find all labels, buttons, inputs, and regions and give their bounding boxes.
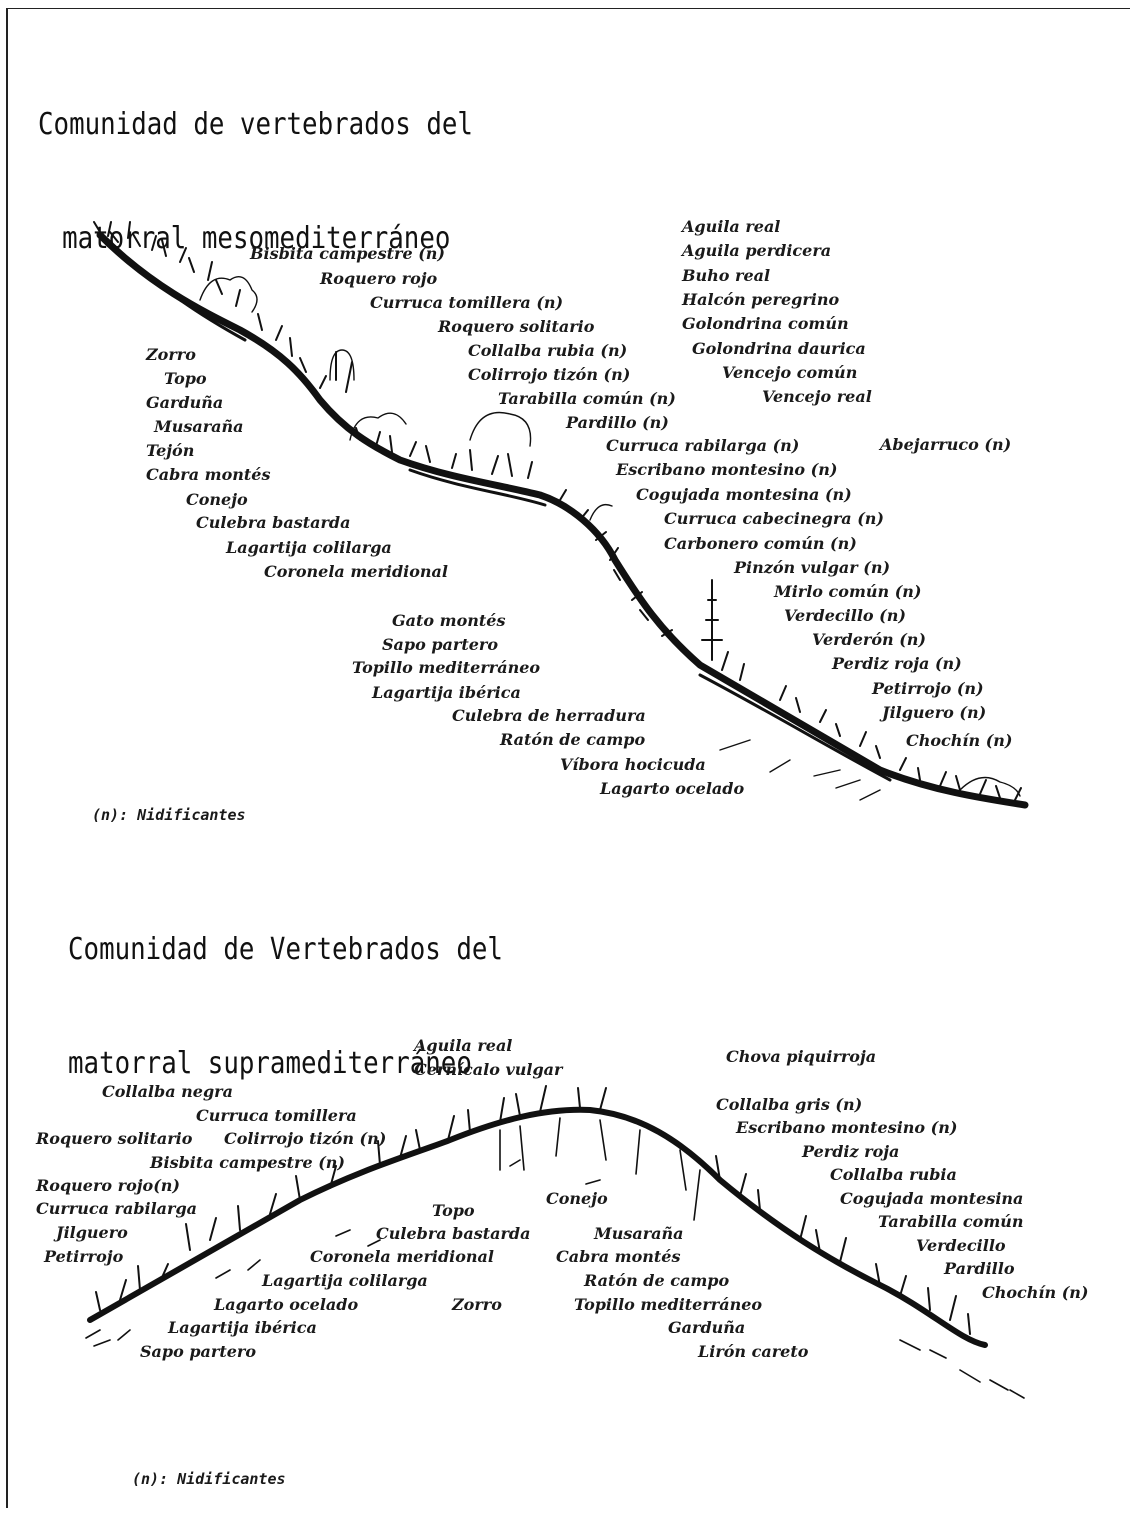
species-label: Lagartija ibérica — [372, 684, 521, 702]
species-label: Cabra montés — [556, 1248, 680, 1266]
species-label: Pardillo (n) — [566, 414, 669, 432]
species-label: Collalba gris (n) — [716, 1096, 862, 1114]
species-label: Cabra montés — [146, 466, 270, 484]
species-label: Buho real — [682, 267, 770, 285]
species-label: Ratón de campo — [584, 1272, 729, 1290]
species-label: Verdecillo (n) — [784, 607, 906, 625]
species-label: Lagarto ocelado — [214, 1296, 358, 1314]
species-label: Vencejo común — [722, 364, 857, 382]
species-label: Jilguero — [56, 1224, 128, 1242]
species-label: Colirrojo tizón (n) — [224, 1130, 386, 1148]
species-label: Colirrojo tizón (n) — [468, 366, 630, 384]
species-label: Coronela meridional — [264, 563, 448, 581]
species-label: Abejarruco (n) — [880, 436, 1011, 454]
species-label: Cogujada montesina — [840, 1190, 1023, 1208]
species-label: Ratón de campo — [500, 731, 645, 749]
species-label: Musaraña — [594, 1225, 684, 1243]
species-label: Petirrojo (n) — [872, 680, 984, 698]
species-label: Aguila real — [414, 1037, 512, 1055]
species-label: Zorro — [452, 1296, 502, 1314]
species-label: Tejón — [146, 442, 194, 460]
species-label: Lagartija colilarga — [262, 1272, 428, 1290]
species-label: Curruca cabecinegra (n) — [664, 510, 884, 528]
species-label: Topillo mediterráneo — [352, 659, 540, 677]
species-label: Tarabilla común (n) — [498, 390, 676, 408]
species-label: Culebra bastarda — [376, 1225, 530, 1243]
diagram-2-title-line-1: Comunidad de Vertebrados del — [68, 931, 503, 969]
species-label: Collalba rubia — [830, 1166, 957, 1184]
species-label: Escribano montesino (n) — [736, 1119, 957, 1137]
species-label: Garduña — [146, 394, 223, 412]
diagram-1-title-line-1: Comunidad de vertebrados del — [38, 106, 473, 144]
species-label: Roquero rojo(n) — [36, 1177, 180, 1195]
species-label: Perdiz roja (n) — [832, 655, 962, 673]
species-label: Vencejo real — [762, 388, 872, 406]
species-label: Roquero rojo — [320, 270, 437, 288]
species-label: Halcón peregrino — [682, 291, 839, 309]
species-label: Golondrina daurica — [692, 340, 866, 358]
species-label: Curruca rabilarga — [36, 1200, 197, 1218]
species-label: Sapo partero — [382, 636, 498, 654]
species-label: Escribano montesino (n) — [616, 461, 837, 479]
species-label: Lagarto ocelado — [600, 780, 744, 798]
species-label: Roquero solitario — [36, 1130, 192, 1148]
species-label: Bisbita campestre (n) — [150, 1154, 345, 1172]
species-label: Zorro — [146, 346, 196, 364]
species-label: Chova piquirroja — [726, 1048, 876, 1066]
species-label: Roquero solitario — [438, 318, 594, 336]
species-label: Aguila perdicera — [682, 242, 831, 260]
species-label: Sapo partero — [140, 1343, 256, 1361]
species-label: Culebra bastarda — [196, 514, 350, 532]
species-label: Coronela meridional — [310, 1248, 494, 1266]
species-label: Topillo mediterráneo — [574, 1296, 762, 1314]
species-label: Cernícalo vulgar — [414, 1061, 562, 1079]
species-label: Topo — [432, 1202, 475, 1220]
species-label: Gato montés — [392, 612, 505, 630]
species-label: Curruca tomillera — [196, 1107, 357, 1125]
species-label: Lirón careto — [698, 1343, 808, 1361]
species-label: Conejo — [186, 491, 248, 509]
species-label: Chochín (n) — [982, 1284, 1088, 1302]
species-label: Chochín (n) — [906, 732, 1012, 750]
species-label: Pardillo — [944, 1260, 1015, 1278]
species-label: Bisbita campestre (n) — [250, 245, 445, 263]
species-label: Collalba negra — [102, 1083, 233, 1101]
species-label: Curruca tomillera (n) — [370, 294, 563, 312]
species-label: Musaraña — [154, 418, 244, 436]
species-label: Petirrojo — [44, 1248, 123, 1266]
species-label: Collalba rubia (n) — [468, 342, 627, 360]
species-label: Lagartija colilarga — [226, 539, 392, 557]
species-label: Carbonero común (n) — [664, 535, 857, 553]
species-label: Tarabilla común — [878, 1213, 1024, 1231]
species-label: Mirlo común (n) — [774, 583, 922, 601]
species-label: Curruca rabilarga (n) — [606, 437, 799, 455]
species-label: Víbora hocicuda — [560, 756, 706, 774]
diagram-2-legend-note: (n): Nidificantes — [132, 1470, 286, 1488]
species-label: Verdecillo — [916, 1237, 1006, 1255]
species-label: Jilguero (n) — [882, 704, 986, 722]
species-label: Conejo — [546, 1190, 608, 1208]
species-label: Topo — [164, 370, 207, 388]
species-label: Culebra de herradura — [452, 707, 646, 725]
species-label: Pinzón vulgar (n) — [734, 559, 890, 577]
species-label: Aguila real — [682, 218, 780, 236]
species-label: Cogujada montesina (n) — [636, 486, 852, 504]
species-label: Verderón (n) — [812, 631, 926, 649]
species-label: Golondrina común — [682, 315, 849, 333]
diagram-1-title: Comunidad de vertebrados del matorral me… — [38, 30, 473, 334]
diagram-1-legend-note: (n): Nidificantes — [92, 806, 246, 824]
species-label: Lagartija ibérica — [168, 1319, 317, 1337]
species-label: Perdiz roja — [802, 1143, 899, 1161]
species-label: Garduña — [668, 1319, 745, 1337]
